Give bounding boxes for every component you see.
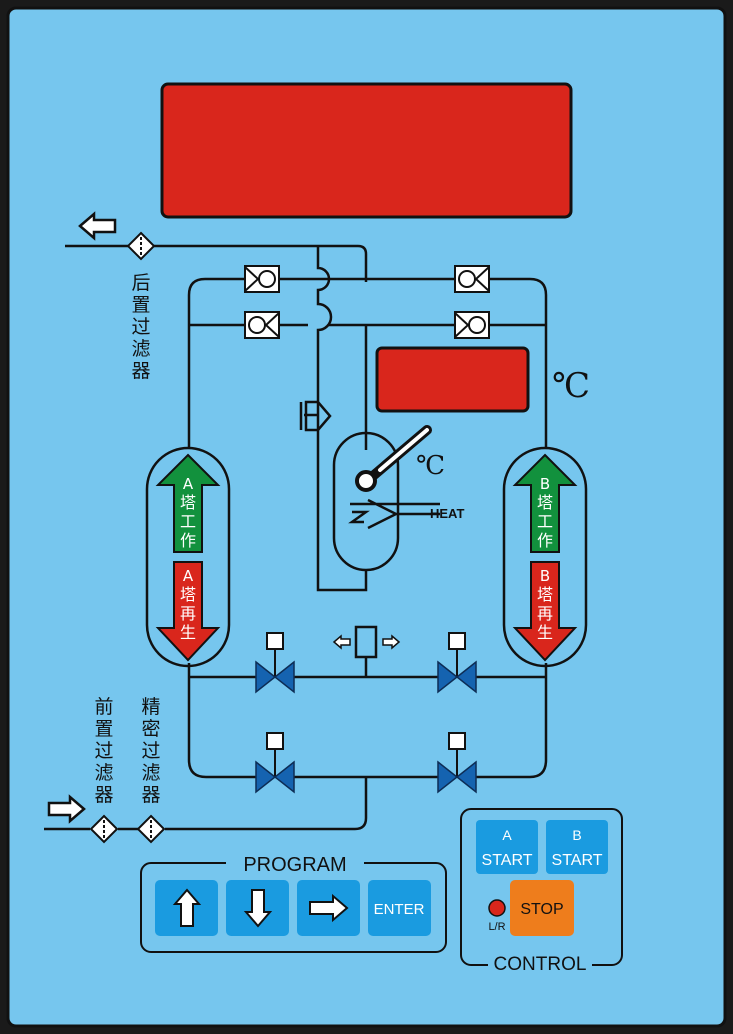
b-start-label-1: START xyxy=(552,852,603,869)
tower-b-regen-label-1: 塔 xyxy=(537,585,553,604)
after-filter-char-4: 器 xyxy=(131,360,150,382)
tower-a-regen-label-3: 生 xyxy=(180,623,196,642)
tower-a-work-label-3: 作 xyxy=(180,531,196,550)
tower-b-regen-label-2: 再 xyxy=(537,604,553,623)
outlet-arrow-icon xyxy=(78,211,117,241)
check-valve-mid-right xyxy=(454,311,490,339)
solenoid-left-arrow-icon xyxy=(332,634,351,650)
celsius-tank-unit: ℃ xyxy=(416,451,445,481)
valve-top-left xyxy=(255,632,295,694)
tower-b-regen-label-3: 生 xyxy=(537,623,553,642)
lr-indicator-led xyxy=(488,899,506,917)
tower-a-regen-label-0: A xyxy=(183,567,194,585)
program-up-button[interactable] xyxy=(155,880,218,936)
tower-a xyxy=(145,446,231,668)
after-filter-char-3: 滤 xyxy=(131,338,150,360)
tower-a-work-label-1: 塔 xyxy=(180,493,196,512)
solenoid-right-arrow-icon xyxy=(382,634,401,650)
after-filter-label: 后 置 过 滤 器 xyxy=(131,272,150,382)
tower-a-work-arrow xyxy=(155,453,221,553)
tower-a-work-label-0: A xyxy=(183,475,194,493)
tower-b-work-label-2: 工 xyxy=(537,512,553,531)
tower-b-work-label-0: B xyxy=(540,475,550,493)
temperature-display xyxy=(375,346,530,413)
b-start-label-0: B xyxy=(572,827,581,843)
piping xyxy=(44,244,548,831)
check-valve-mid-left xyxy=(244,311,280,339)
panel-face xyxy=(6,6,727,1028)
check-valve-top-right xyxy=(454,265,490,293)
check-valve-top-left xyxy=(244,265,280,293)
tower-b-regen-label-0: B xyxy=(540,567,550,585)
heater-tank xyxy=(332,431,400,572)
tower-b-work-arrow xyxy=(512,453,578,553)
lr-label: L/R xyxy=(488,921,505,933)
right-arrow-icon xyxy=(309,893,349,923)
b-start-button[interactable]: B START xyxy=(546,820,608,874)
tower-b xyxy=(502,446,588,668)
solenoid-valve xyxy=(354,625,378,659)
precision-filter-char-4: 器 xyxy=(141,784,160,806)
tower-a-regen-label-2: 再 xyxy=(180,604,196,623)
precision-filter-label: 精 密 过 滤 器 xyxy=(141,696,160,806)
program-down-button[interactable] xyxy=(226,880,289,936)
thermometer-bulb xyxy=(355,470,377,492)
a-start-button[interactable]: A START xyxy=(476,820,538,874)
inlet-arrow-icon xyxy=(47,794,86,824)
silencer-icon xyxy=(299,400,332,432)
pre-filter-char-3: 滤 xyxy=(94,762,113,784)
program-title: PROGRAM xyxy=(243,854,346,876)
pre-filter-char-4: 器 xyxy=(94,784,113,806)
tower-a-regen-label-1: 塔 xyxy=(180,585,196,604)
celsius-display-unit: ℃ xyxy=(552,366,590,406)
up-arrow-icon xyxy=(172,888,202,927)
valve-bottom-right xyxy=(437,732,477,794)
valve-bottom-left xyxy=(255,732,295,794)
control-title: CONTROL xyxy=(494,954,587,975)
program-right-button[interactable] xyxy=(297,880,360,936)
enter-label: ENTER xyxy=(374,901,425,918)
heat-label: HEAT xyxy=(430,506,464,521)
heater-element-icon xyxy=(348,498,440,530)
precision-filter-char-1: 密 xyxy=(141,718,160,740)
precision-filter-char-2: 过 xyxy=(141,740,160,762)
pre-filter-char-0: 前 xyxy=(94,696,113,718)
valve-top-right xyxy=(437,632,477,694)
down-arrow-icon xyxy=(243,889,273,928)
program-enter-button[interactable]: ENTER xyxy=(368,880,431,936)
tower-a-regen-arrow xyxy=(155,561,221,662)
a-start-label-1: START xyxy=(482,852,533,869)
tower-b-regen-arrow xyxy=(512,561,578,662)
tower-b-work-label-3: 作 xyxy=(537,531,553,550)
main-display xyxy=(160,82,573,219)
stop-label: STOP xyxy=(520,901,563,918)
tower-b-work-label-1: 塔 xyxy=(537,493,553,512)
precision-filter-char-3: 滤 xyxy=(141,762,160,784)
tower-a-work-label-2: 工 xyxy=(180,512,196,531)
pre-filter-char-2: 过 xyxy=(94,740,113,762)
pre-filter-label: 前 置 过 滤 器 xyxy=(94,696,113,806)
a-start-label-0: A xyxy=(502,827,512,843)
precision-filter-char-0: 精 xyxy=(141,696,160,718)
after-filter-char-2: 过 xyxy=(131,316,150,338)
after-filter-char-0: 后 xyxy=(131,272,150,294)
after-filter-char-1: 置 xyxy=(131,294,150,316)
stop-button[interactable]: STOP xyxy=(510,880,574,936)
pre-filter-char-1: 置 xyxy=(94,718,113,740)
